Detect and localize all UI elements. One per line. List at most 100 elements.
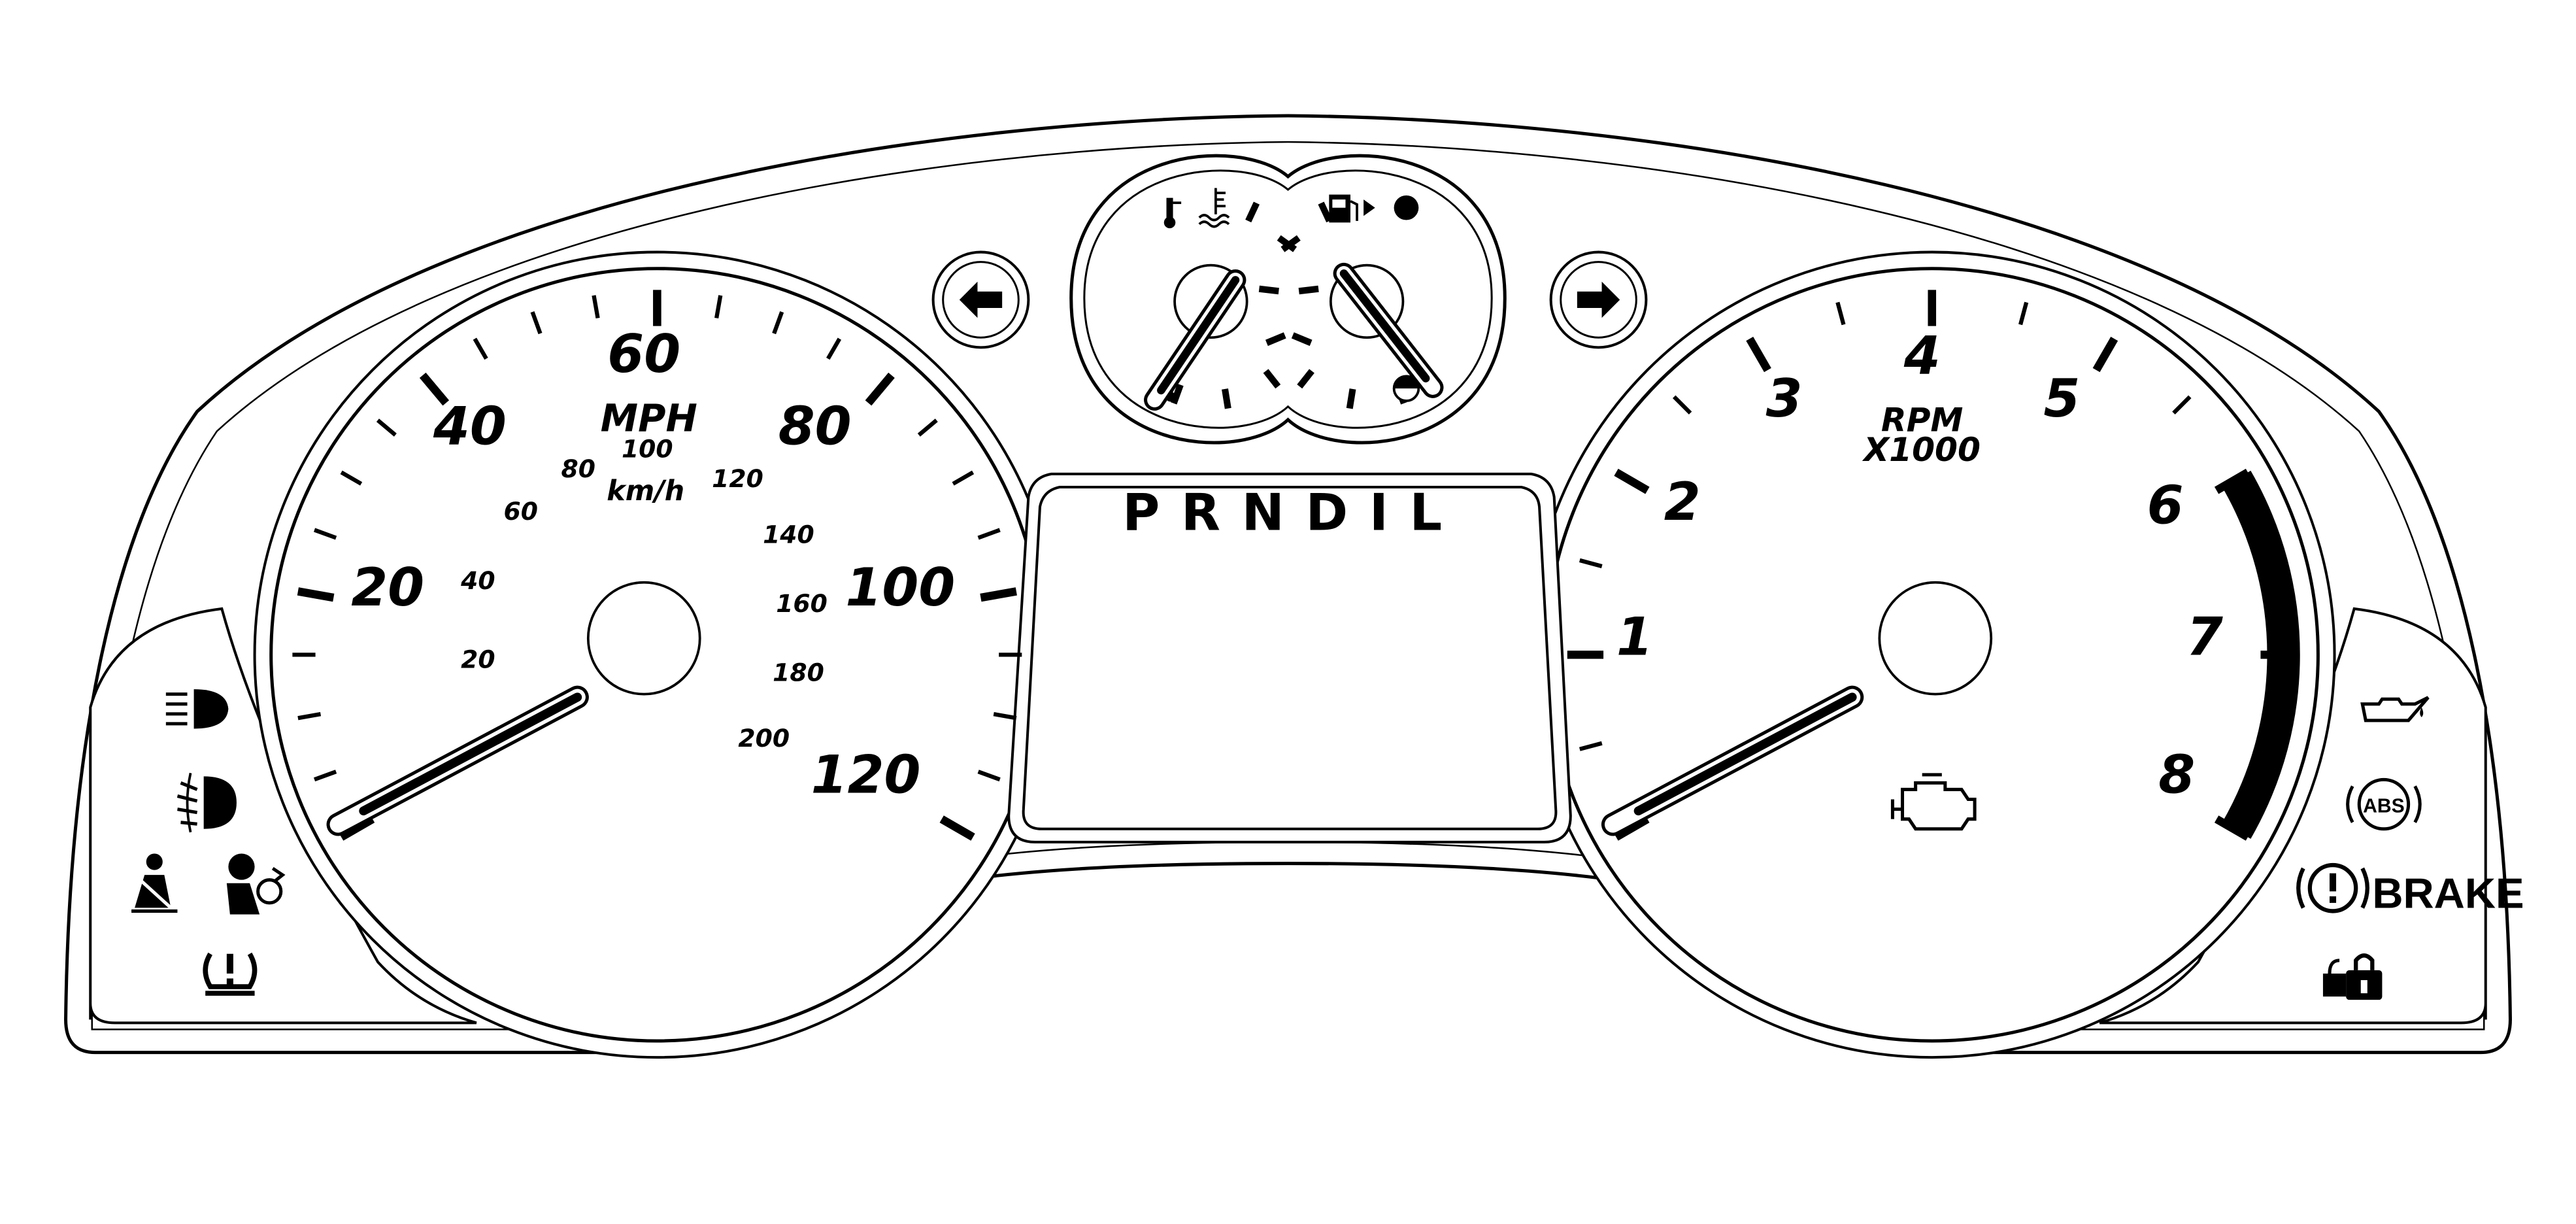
- speedometer-tick: [917, 418, 938, 437]
- kmh-label-60: 60: [504, 497, 538, 526]
- turn-left-arrow-icon: [959, 281, 1003, 318]
- speedometer-tick: [977, 770, 1001, 782]
- rpm-label-4: 4: [1903, 325, 1941, 386]
- rpm-label-3: 3: [1766, 367, 1803, 429]
- speedometer-tick: [313, 770, 337, 782]
- speedometer-tick: [419, 372, 450, 406]
- fuel-tick: [1346, 388, 1356, 409]
- gear-display-window: [1022, 485, 1558, 830]
- security-lock-icon: [2322, 953, 2383, 1000]
- fuel-tick: [1265, 332, 1286, 347]
- mph-label-80: 80: [778, 396, 852, 457]
- kmh-label-140: 140: [763, 520, 814, 549]
- rpm-label-1: 1: [1616, 605, 1653, 667]
- kmh-label-200: 200: [738, 724, 790, 753]
- fuel-pump-icon: [1329, 194, 1375, 223]
- fuel-needle: [1333, 262, 1444, 398]
- speedometer-tick: [865, 372, 895, 406]
- tachometer-tick: [2018, 301, 2029, 326]
- kmh-label-20: 20: [461, 645, 495, 673]
- speedometer-tick: [473, 337, 488, 360]
- twin-gauge-pod: [1069, 154, 1507, 445]
- temperature-icon: [1163, 197, 1182, 229]
- speedometer-tick: [714, 295, 723, 319]
- speedometer-tick: [297, 712, 322, 721]
- speedometer-tick: [939, 815, 975, 841]
- gear-indicator: PRNDIL: [1122, 483, 1464, 542]
- rpm-label-2: 2: [1664, 471, 1701, 532]
- kmh-label-160: 160: [776, 589, 828, 618]
- turn-right-indicator: [1549, 250, 1648, 349]
- twin-gauge-pod-inner: [1083, 169, 1493, 429]
- speedometer-hub: [586, 581, 701, 696]
- tachometer-tick: [1579, 558, 1603, 569]
- temperature-tick: [1170, 383, 1184, 405]
- speedometer-tick: [340, 470, 363, 486]
- kmh-label-120: 120: [712, 464, 763, 493]
- speedometer-tick: [313, 528, 337, 540]
- speedometer-tick: [952, 470, 975, 486]
- rpm-label-8: 8: [2158, 743, 2195, 805]
- temperature-needle: [1144, 269, 1246, 411]
- speedometer-needle: [326, 685, 589, 836]
- fuel-tick: [1297, 369, 1314, 389]
- fuel-tick: [1258, 285, 1279, 295]
- needle-core: [1633, 692, 1857, 816]
- kmh-label-40: 40: [460, 566, 495, 595]
- tachometer-needle: [1601, 685, 1864, 836]
- tachometer-tick: [2172, 395, 2192, 415]
- check-engine-icon: [1890, 773, 1977, 831]
- tire-pressure-icon: [203, 952, 258, 996]
- abs-icon: ABS: [2346, 777, 2422, 831]
- airbag-icon: [226, 853, 286, 915]
- rpm-label-5: 5: [2043, 367, 2080, 429]
- brake-label: BRAKE: [2372, 869, 2524, 917]
- mph-label-120: 120: [811, 743, 921, 805]
- coolant-icon: [1198, 188, 1230, 228]
- kmh-label-100: 100: [622, 435, 673, 464]
- mph-label-60: 60: [607, 323, 680, 384]
- tachometer-hub: [1878, 581, 1993, 696]
- high-beam-icon: [165, 689, 229, 729]
- speedometer-ticks: [292, 290, 1022, 841]
- mph-label-20: 20: [351, 556, 424, 618]
- tachometer-unit-rpm: RPM: [1881, 401, 1964, 439]
- temperature-tick: [1222, 388, 1231, 409]
- speedometer-unit-kmh: km/h: [607, 475, 684, 507]
- speedometer-unit-mph: MPH: [601, 396, 697, 441]
- speedometer-tick: [297, 587, 335, 602]
- fuel-empty-icon: [1392, 375, 1420, 402]
- tachometer-tick: [1614, 468, 1650, 494]
- needle-core: [1339, 269, 1430, 382]
- tachometer-tick: [1579, 741, 1603, 751]
- kmh-label-80: 80: [561, 454, 595, 483]
- mph-label-40: 40: [433, 396, 507, 457]
- needle-core: [359, 692, 582, 816]
- speedometer-tick: [376, 418, 397, 437]
- temperature-tick: [1245, 201, 1260, 223]
- turn-right-arrow-icon: [1577, 281, 1620, 318]
- rpm-label-7: 7: [2186, 605, 2223, 667]
- tachometer-tick: [2092, 336, 2118, 373]
- needle-core: [1157, 276, 1240, 395]
- kmh-label-180: 180: [773, 658, 824, 687]
- speedometer-tick: [530, 311, 543, 335]
- oil-pressure-icon: [2360, 696, 2430, 722]
- fog-lamp-icon: [176, 772, 237, 833]
- speedometer-tick: [772, 311, 784, 335]
- speedometer-tick: [826, 337, 842, 360]
- seatbelt-icon: [131, 853, 178, 913]
- abs-label: ABS: [2363, 796, 2405, 817]
- tachometer-tick: [1746, 336, 1771, 373]
- speedometer-tick: [993, 712, 1017, 721]
- rpm-label-6: 6: [2147, 474, 2184, 536]
- speedometer-tick: [592, 295, 600, 319]
- fuel-tick: [1318, 201, 1333, 223]
- tachometer-tick: [1835, 301, 1846, 326]
- speedometer-tick: [977, 528, 1001, 540]
- temperature-gauge-ticks: [1170, 201, 1319, 409]
- tachometer-redline: [2222, 470, 2300, 839]
- temperature-tick: [1298, 285, 1319, 295]
- fuel-tick: [1277, 235, 1297, 252]
